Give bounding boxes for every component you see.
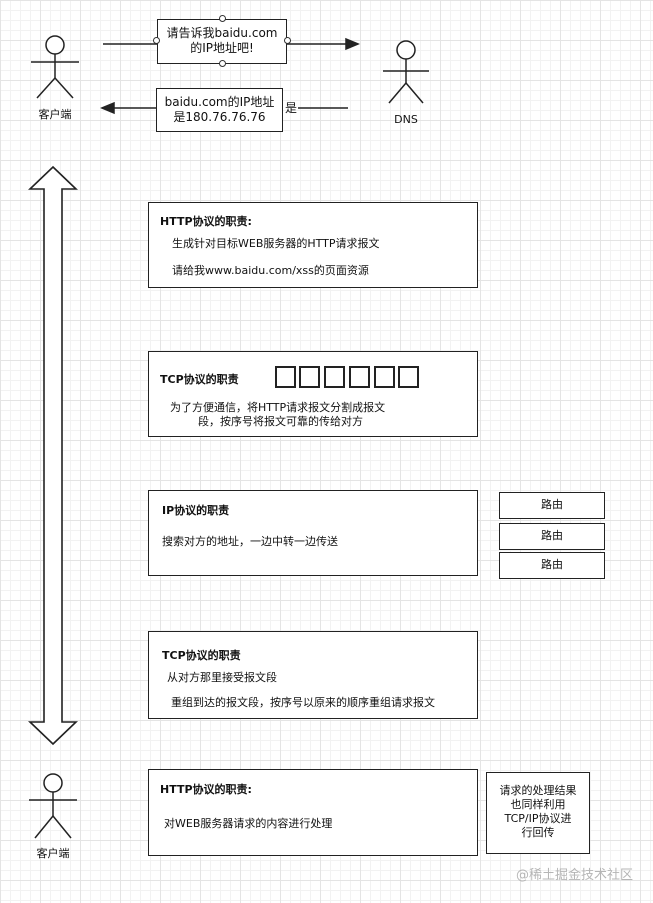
vertical-double-arrow bbox=[28, 165, 78, 746]
tcp-receive-layer-box: TCP协议的职责 从对方那里接受报文段 重组到达的报文段，按序号以原来的顺序重组… bbox=[148, 631, 478, 719]
http-server-layer-line1: 对WEB服务器请求的内容进行处理 bbox=[164, 817, 333, 830]
ip-layer-line1: 搜索对方的地址，一边中转一边传送 bbox=[162, 535, 338, 548]
watermark: @稀土掘金技术社区 bbox=[515, 868, 633, 883]
client-actor-bottom-icon bbox=[29, 773, 77, 839]
request-box-handle-top bbox=[219, 15, 226, 22]
tcp-receive-layer-line1: 从对方那里接受报文段 bbox=[167, 671, 277, 684]
ip-layer-box: IP协议的职责 搜索对方的地址，一边中转一边传送 bbox=[148, 490, 478, 576]
dns-reply-arrow bbox=[100, 101, 348, 115]
result-note-line2: 也同样利用 bbox=[510, 798, 566, 811]
http-layer-line1: 生成针对目标WEB服务器的HTTP请求报文 bbox=[172, 237, 380, 250]
router-box: 路由 bbox=[499, 492, 605, 519]
result-note-box: 请求的处理结果 也同样利用 TCP/IP协议进 行回传 bbox=[486, 772, 590, 854]
dns-label: DNS bbox=[394, 113, 418, 126]
dns-request-box: 请告诉我baidu.com 的IP地址吧! bbox=[157, 19, 287, 64]
dns-reply-line2: 是180.76.76.76 bbox=[173, 110, 266, 124]
http-layer-title: HTTP协议的职责: bbox=[160, 215, 252, 228]
request-box-handle-left bbox=[153, 37, 160, 44]
request-box-handle-bottom bbox=[219, 60, 226, 67]
client-label-bottom: 客户端 bbox=[36, 847, 70, 860]
request-box-handle-right bbox=[284, 37, 291, 44]
dns-reply-box: baidu.com的IP地址 是180.76.76.76 bbox=[156, 88, 283, 132]
dns-request-line2: 的IP地址吧! bbox=[190, 41, 254, 55]
dns-actor-icon bbox=[383, 40, 429, 104]
tcp-send-layer-line1: 为了方便通信，将HTTP请求报文分割成报文 bbox=[170, 401, 386, 414]
tcp-segment-cell bbox=[275, 366, 296, 388]
http-request-layer-box: HTTP协议的职责: 生成针对目标WEB服务器的HTTP请求报文 请给我www.… bbox=[148, 202, 478, 288]
ip-layer-title: IP协议的职责 bbox=[162, 504, 230, 517]
tcp-send-layer-box: TCP协议的职责 为了方便通信，将HTTP请求报文分割成报文 段，按序号将报文可… bbox=[148, 351, 478, 437]
dns-request-arrow bbox=[103, 37, 360, 51]
http-layer-line2: 请给我www.baidu.com/xss的页面资源 bbox=[172, 264, 369, 277]
http-server-layer-box: HTTP协议的职责: 对WEB服务器请求的内容进行处理 bbox=[148, 769, 478, 856]
tcp-send-layer-title: TCP协议的职责 bbox=[160, 373, 239, 386]
router-box: 路由 bbox=[499, 523, 605, 550]
tcp-segment-cell bbox=[398, 366, 419, 388]
result-note-line1: 请求的处理结果 bbox=[499, 784, 577, 797]
dns-reply-suffix: 是 bbox=[285, 101, 298, 115]
tcp-send-layer-line2: 段，按序号将报文可靠的传给对方 bbox=[198, 415, 363, 428]
tcp-receive-layer-line2: 重组到达的报文段，按序号以原来的顺序重组请求报文 bbox=[171, 696, 435, 709]
result-note-line4: 行回传 bbox=[521, 826, 555, 839]
tcp-segment-cell bbox=[349, 366, 370, 388]
dns-reply-line1: baidu.com的IP地址 bbox=[164, 95, 275, 109]
tcp-segment-cell bbox=[324, 366, 345, 388]
client-label-top: 客户端 bbox=[38, 108, 72, 121]
client-actor-top-icon bbox=[31, 35, 79, 99]
http-server-layer-title: HTTP协议的职责: bbox=[160, 783, 252, 796]
tcp-receive-layer-title: TCP协议的职责 bbox=[162, 649, 241, 662]
tcp-segment-cell bbox=[299, 366, 320, 388]
result-note-line3: TCP/IP协议进 bbox=[504, 812, 572, 825]
dns-request-line1: 请告诉我baidu.com bbox=[166, 26, 278, 40]
router-box: 路由 bbox=[499, 552, 605, 579]
tcp-segment-cell bbox=[374, 366, 395, 388]
